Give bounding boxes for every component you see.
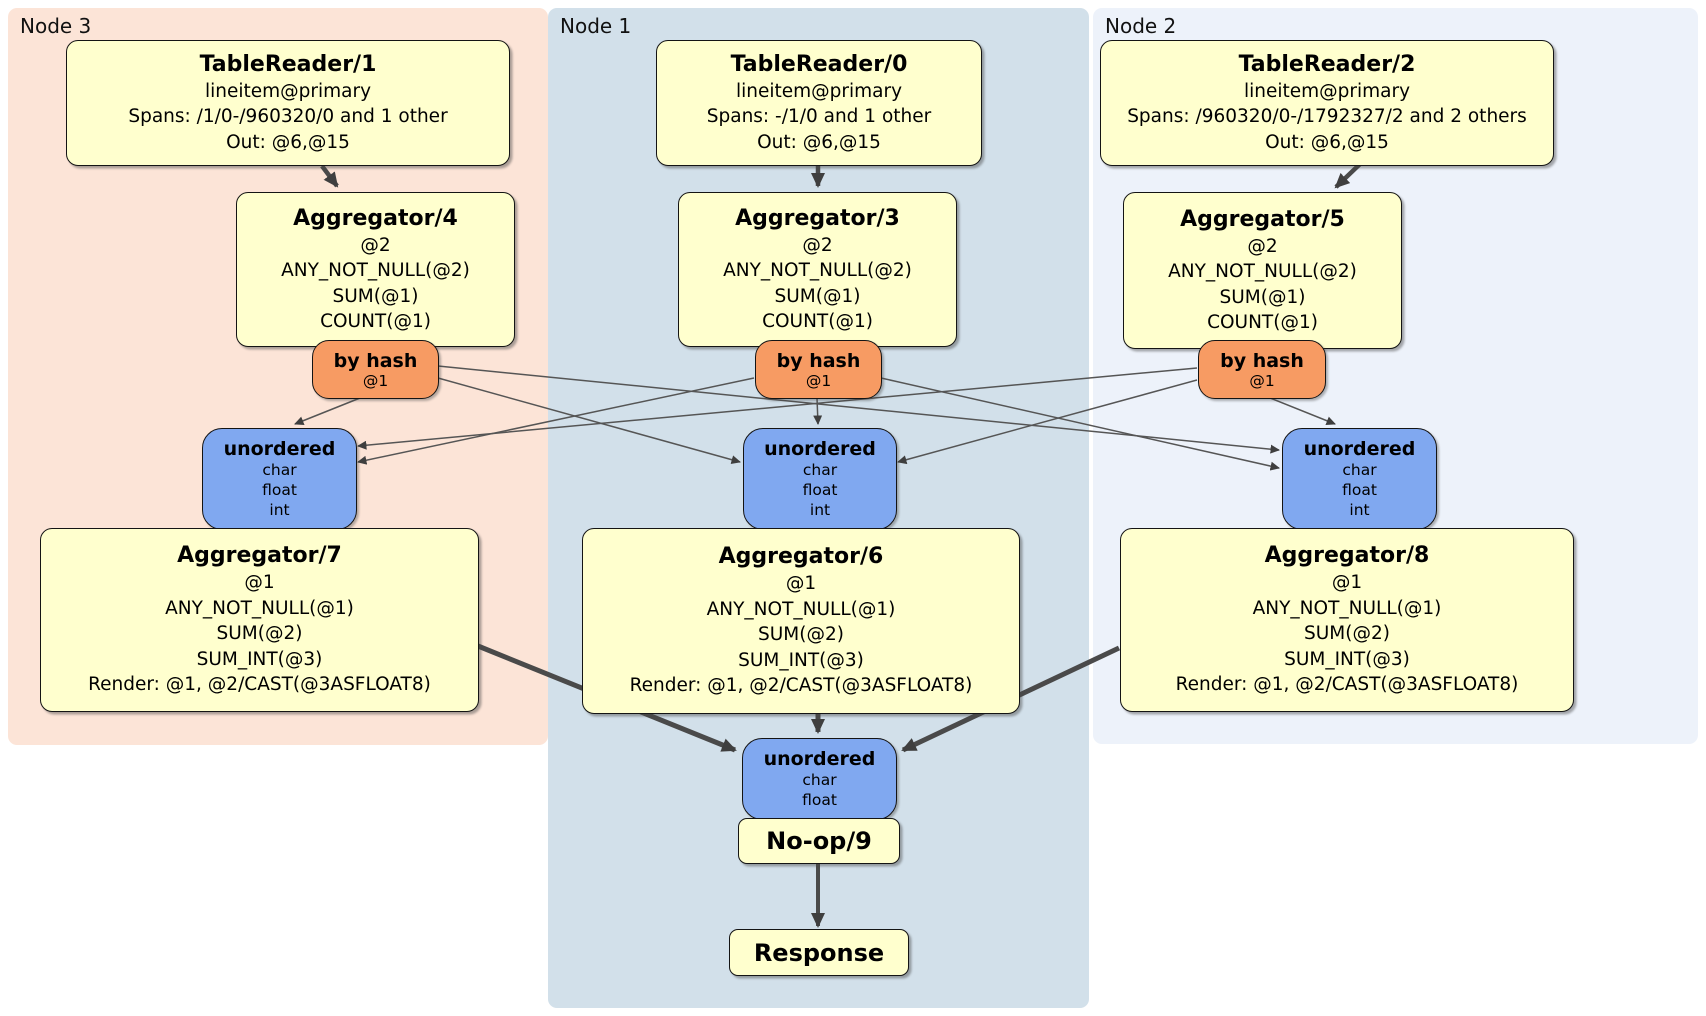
node-tablereader-0: TableReader/0 lineitem@primary Spans: -/… [656, 40, 982, 166]
router-title: by hash [776, 349, 861, 372]
sync-line: int [809, 501, 831, 519]
node-line: ANY_NOT_NULL(@1) [165, 597, 354, 619]
sync-line: char [802, 771, 837, 789]
node-line: @2 [802, 234, 833, 256]
node-title: Aggregator/5 [1180, 206, 1345, 232]
sync-line: int [1349, 501, 1370, 519]
node-line: COUNT(@1) [320, 311, 431, 332]
node-line: COUNT(@1) [1207, 312, 1318, 333]
edge-byhash3-unordered3 [294, 397, 361, 426]
node-aggregator-5: Aggregator/5 @2 ANY_NOT_NULL(@2) SUM(@1)… [1123, 192, 1402, 349]
node-title: Aggregator/4 [293, 205, 458, 231]
node-line: ANY_NOT_NULL(@1) [706, 598, 896, 620]
node-title: Aggregator/8 [1264, 543, 1430, 569]
node-line: @1 [785, 573, 817, 595]
edge-byhash2-unordered3 [357, 367, 1198, 450]
sync-title: unordered [223, 438, 336, 460]
node-line: COUNT(@1) [762, 311, 873, 332]
node-title: TableReader/0 [730, 51, 908, 77]
sync-unordered-final: unordered char float [742, 738, 897, 820]
node-line: Out: @6,@15 [226, 131, 350, 153]
node-line: @1 [244, 572, 275, 594]
router-line: @1 [362, 371, 389, 390]
sync-title: unordered [1303, 438, 1416, 460]
node-line: Spans: -/1/0 and 1 other [706, 106, 932, 128]
node-line: ANY_NOT_NULL(@2) [281, 260, 470, 281]
node-aggregator-3: Aggregator/3 @2 ANY_NOT_NULL(@2) SUM(@1)… [678, 192, 957, 347]
node-tablereader-1: TableReader/1 lineitem@primary Spans: /1… [66, 40, 510, 166]
node-line: Spans: /1/0-/960320/0 and 1 other [128, 106, 448, 128]
edge-byhash1-unordered3 [357, 377, 755, 465]
sync-line: int [269, 501, 290, 519]
node-line: SUM_INT(@3) [196, 648, 323, 670]
node-line: ANY_NOT_NULL(@2) [723, 260, 912, 281]
sync-title: unordered [764, 438, 876, 460]
region-node1-label: Node 1 [560, 14, 632, 38]
router-by-hash-node1: by hash @1 [755, 340, 882, 399]
node-line: lineitem@primary [735, 80, 903, 102]
sync-title: unordered [763, 748, 876, 770]
sync-line: float [802, 791, 837, 809]
node-line: @2 [360, 234, 391, 256]
node-title: TableReader/1 [199, 51, 377, 77]
sync-line: char [1342, 461, 1377, 479]
node-title: Aggregator/3 [735, 205, 900, 231]
node-title: No-op/9 [766, 827, 872, 855]
node-title: Response [753, 938, 885, 967]
router-line: @1 [805, 371, 832, 390]
node-line: Render: @1, @2/CAST(@3ASFLOAT8) [88, 674, 431, 696]
node-line: SUM(@1) [774, 285, 861, 307]
node-title: Aggregator/6 [718, 544, 884, 570]
sync-line: float [262, 481, 297, 499]
sync-line: char [262, 461, 297, 479]
node-line: Out: @6,@15 [1265, 131, 1389, 153]
node-no-op-9: No-op/9 [738, 818, 900, 864]
node-line: SUM_INT(@3) [738, 649, 864, 671]
node-aggregator-6: Aggregator/6 @1 ANY_NOT_NULL(@1) SUM(@2)… [582, 528, 1020, 714]
node-response: Response [729, 929, 909, 976]
node-tablereader-2: TableReader/2 lineitem@primary Spans: /9… [1100, 40, 1554, 166]
sync-line: float [1342, 481, 1377, 499]
node-aggregator-7: Aggregator/7 @1 ANY_NOT_NULL(@1) SUM(@2)… [40, 528, 479, 712]
node-line: lineitem@primary [1243, 80, 1411, 102]
router-title: by hash [1220, 349, 1304, 372]
node-line: SUM(@1) [332, 285, 419, 307]
edge-byhash3-unordered1 [437, 377, 741, 465]
node-title: Aggregator/7 [177, 543, 342, 569]
router-by-hash-node3: by hash @1 [312, 340, 439, 399]
node-line: @1 [1331, 572, 1363, 594]
edge-byhash1-unordered2 [880, 377, 1280, 471]
edge-byhash2-unordered2 [1269, 397, 1336, 426]
node-line: lineitem@primary [204, 80, 372, 102]
node-line: Render: @1, @2/CAST(@3ASFLOAT8) [629, 675, 973, 697]
node-line: SUM_INT(@3) [1284, 648, 1410, 670]
edge-tr2-agg5 [1334, 162, 1362, 189]
node-line: Render: @1, @2/CAST(@3ASFLOAT8) [1175, 674, 1519, 696]
sync-line: float [802, 481, 838, 499]
region-node3-label: Node 3 [20, 14, 92, 38]
edge-tr1-agg4 [320, 164, 339, 188]
edge-byhash2-unordered1 [897, 379, 1198, 465]
node-line: Spans: /960320/0-/1792327/2 and 2 others [1127, 106, 1527, 128]
node-line: SUM(@2) [216, 623, 303, 645]
node-line: ANY_NOT_NULL(@1) [1252, 597, 1442, 619]
node-title: TableReader/2 [1238, 51, 1416, 77]
node-line: Out: @6,@15 [757, 131, 881, 153]
sync-unordered-node1: unordered char float int [743, 428, 897, 530]
node-line: @2 [1247, 235, 1278, 257]
router-by-hash-node2: by hash @1 [1198, 340, 1326, 399]
node-aggregator-8: Aggregator/8 @1 ANY_NOT_NULL(@1) SUM(@2)… [1120, 528, 1574, 712]
node-line: ANY_NOT_NULL(@2) [1168, 261, 1357, 282]
sync-line: char [802, 461, 838, 479]
node-line: SUM(@2) [758, 624, 844, 646]
node-line: SUM(@2) [1304, 623, 1390, 645]
sync-unordered-node2: unordered char float int [1282, 428, 1437, 530]
edge-byhash1-unordered1 [813, 397, 823, 425]
node-aggregator-4: Aggregator/4 @2 ANY_NOT_NULL(@2) SUM(@1)… [236, 192, 515, 347]
node-line: SUM(@1) [1219, 286, 1306, 308]
router-title: by hash [333, 349, 418, 372]
router-line: @1 [1249, 371, 1275, 390]
region-node2-label: Node 2 [1105, 14, 1177, 38]
